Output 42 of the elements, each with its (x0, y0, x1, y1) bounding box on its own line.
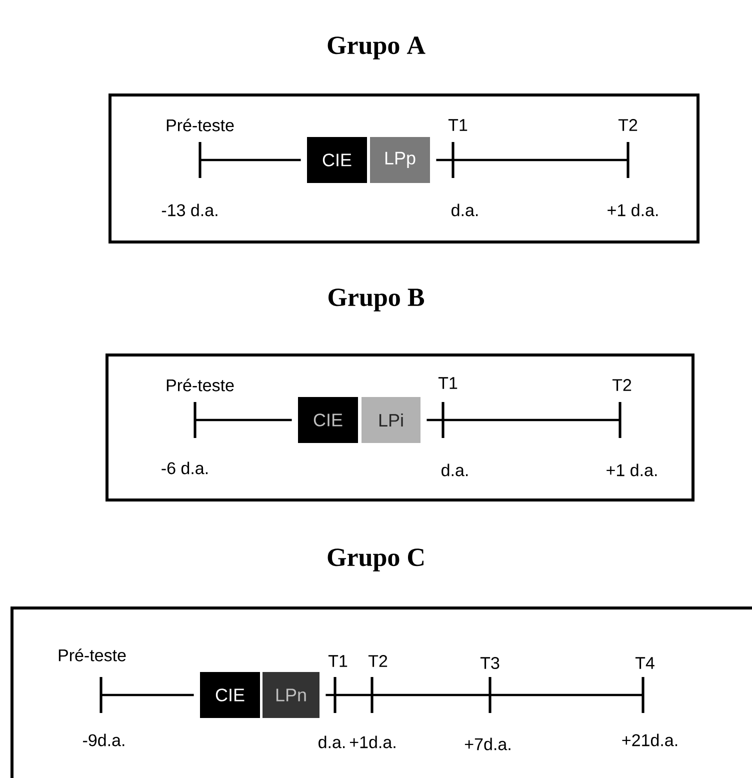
time-label: T2 (612, 379, 632, 391)
timeline-line (426, 418, 443, 422)
timeline-line (436, 158, 453, 162)
day-label: +21d.a. (622, 734, 678, 746)
timeline-line (335, 694, 372, 696)
time-label: Pré-teste (58, 648, 126, 662)
timeline-line (200, 158, 301, 162)
day-label: -6 d.a. (162, 462, 208, 474)
group-title: Grupo B (328, 288, 424, 312)
timeline-line (372, 694, 490, 696)
day-label: -9d.a. (83, 734, 124, 746)
phase-box: CIE (307, 137, 367, 183)
timeline-line (101, 694, 194, 696)
timeline-line (326, 694, 335, 696)
timeline-line (195, 418, 292, 422)
time-label: T1 (328, 655, 348, 667)
time-label: T4 (635, 657, 654, 669)
day-label: d.a. (452, 204, 478, 216)
time-label: Pré-teste (166, 378, 234, 392)
day-label: -13 d.a. (162, 204, 218, 216)
phase-box: LPi (362, 397, 420, 443)
day-label: d.a. (442, 464, 468, 476)
time-label: T1 (448, 119, 468, 131)
phase-box: CIE (200, 672, 260, 718)
phase-box: CIE (298, 397, 358, 443)
day-label: +7d.a. (464, 738, 510, 750)
day-label: d.a. (318, 736, 345, 748)
day-label: +1 d.a. (608, 204, 658, 216)
group-title: Grupo C (328, 548, 424, 572)
time-label: T2 (368, 655, 388, 667)
timeline-line (490, 694, 643, 696)
timeline-line (453, 158, 628, 162)
phase-box: LPn (262, 672, 320, 718)
timeline-line (443, 418, 620, 422)
day-label: +1d.a. (350, 736, 396, 748)
time-label: Pré-teste (166, 118, 234, 132)
day-label: +1 d.a. (606, 464, 657, 476)
time-label: T1 (438, 377, 458, 389)
time-label: T3 (480, 656, 500, 670)
time-label: T2 (618, 119, 638, 131)
phase-box: LPp (370, 137, 430, 183)
group-title: Grupo A (328, 36, 426, 60)
